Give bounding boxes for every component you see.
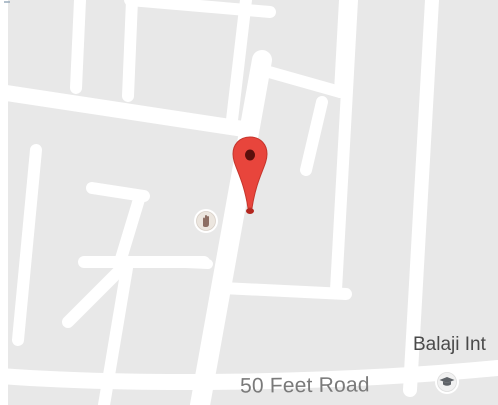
poi-name-label[interactable]: Balaji Int: [413, 334, 486, 355]
road-left-connector: [114, 190, 146, 268]
road-far-right: [403, 0, 439, 397]
road-name-label: 50 Feet Road: [239, 373, 370, 398]
road-vertical-mid: [122, 0, 138, 102]
road-main-vertical: [190, 50, 272, 405]
road-vertical-center-top: [226, 0, 252, 126]
road-upper-right: [256, 64, 346, 98]
corner-control-icon: [0, 0, 10, 18]
temple-hand-icon[interactable]: [193, 208, 219, 234]
road-bottom: [0, 360, 498, 390]
road-stub-right: [300, 96, 328, 176]
road-left-vertical: [12, 144, 42, 346]
map-pin-icon[interactable]: [229, 134, 271, 216]
road-left-stub: [159, 257, 213, 269]
graduation-cap-icon[interactable]: [434, 369, 460, 395]
road-right-horizontal: [216, 282, 352, 300]
road-diagonal-upper: [0, 84, 258, 138]
road-vertical-left: [70, 0, 86, 94]
road-right-vertical: [330, 0, 358, 296]
road-upper-right-vertical: [334, 0, 351, 98]
road-left-diagonal: [62, 264, 126, 328]
